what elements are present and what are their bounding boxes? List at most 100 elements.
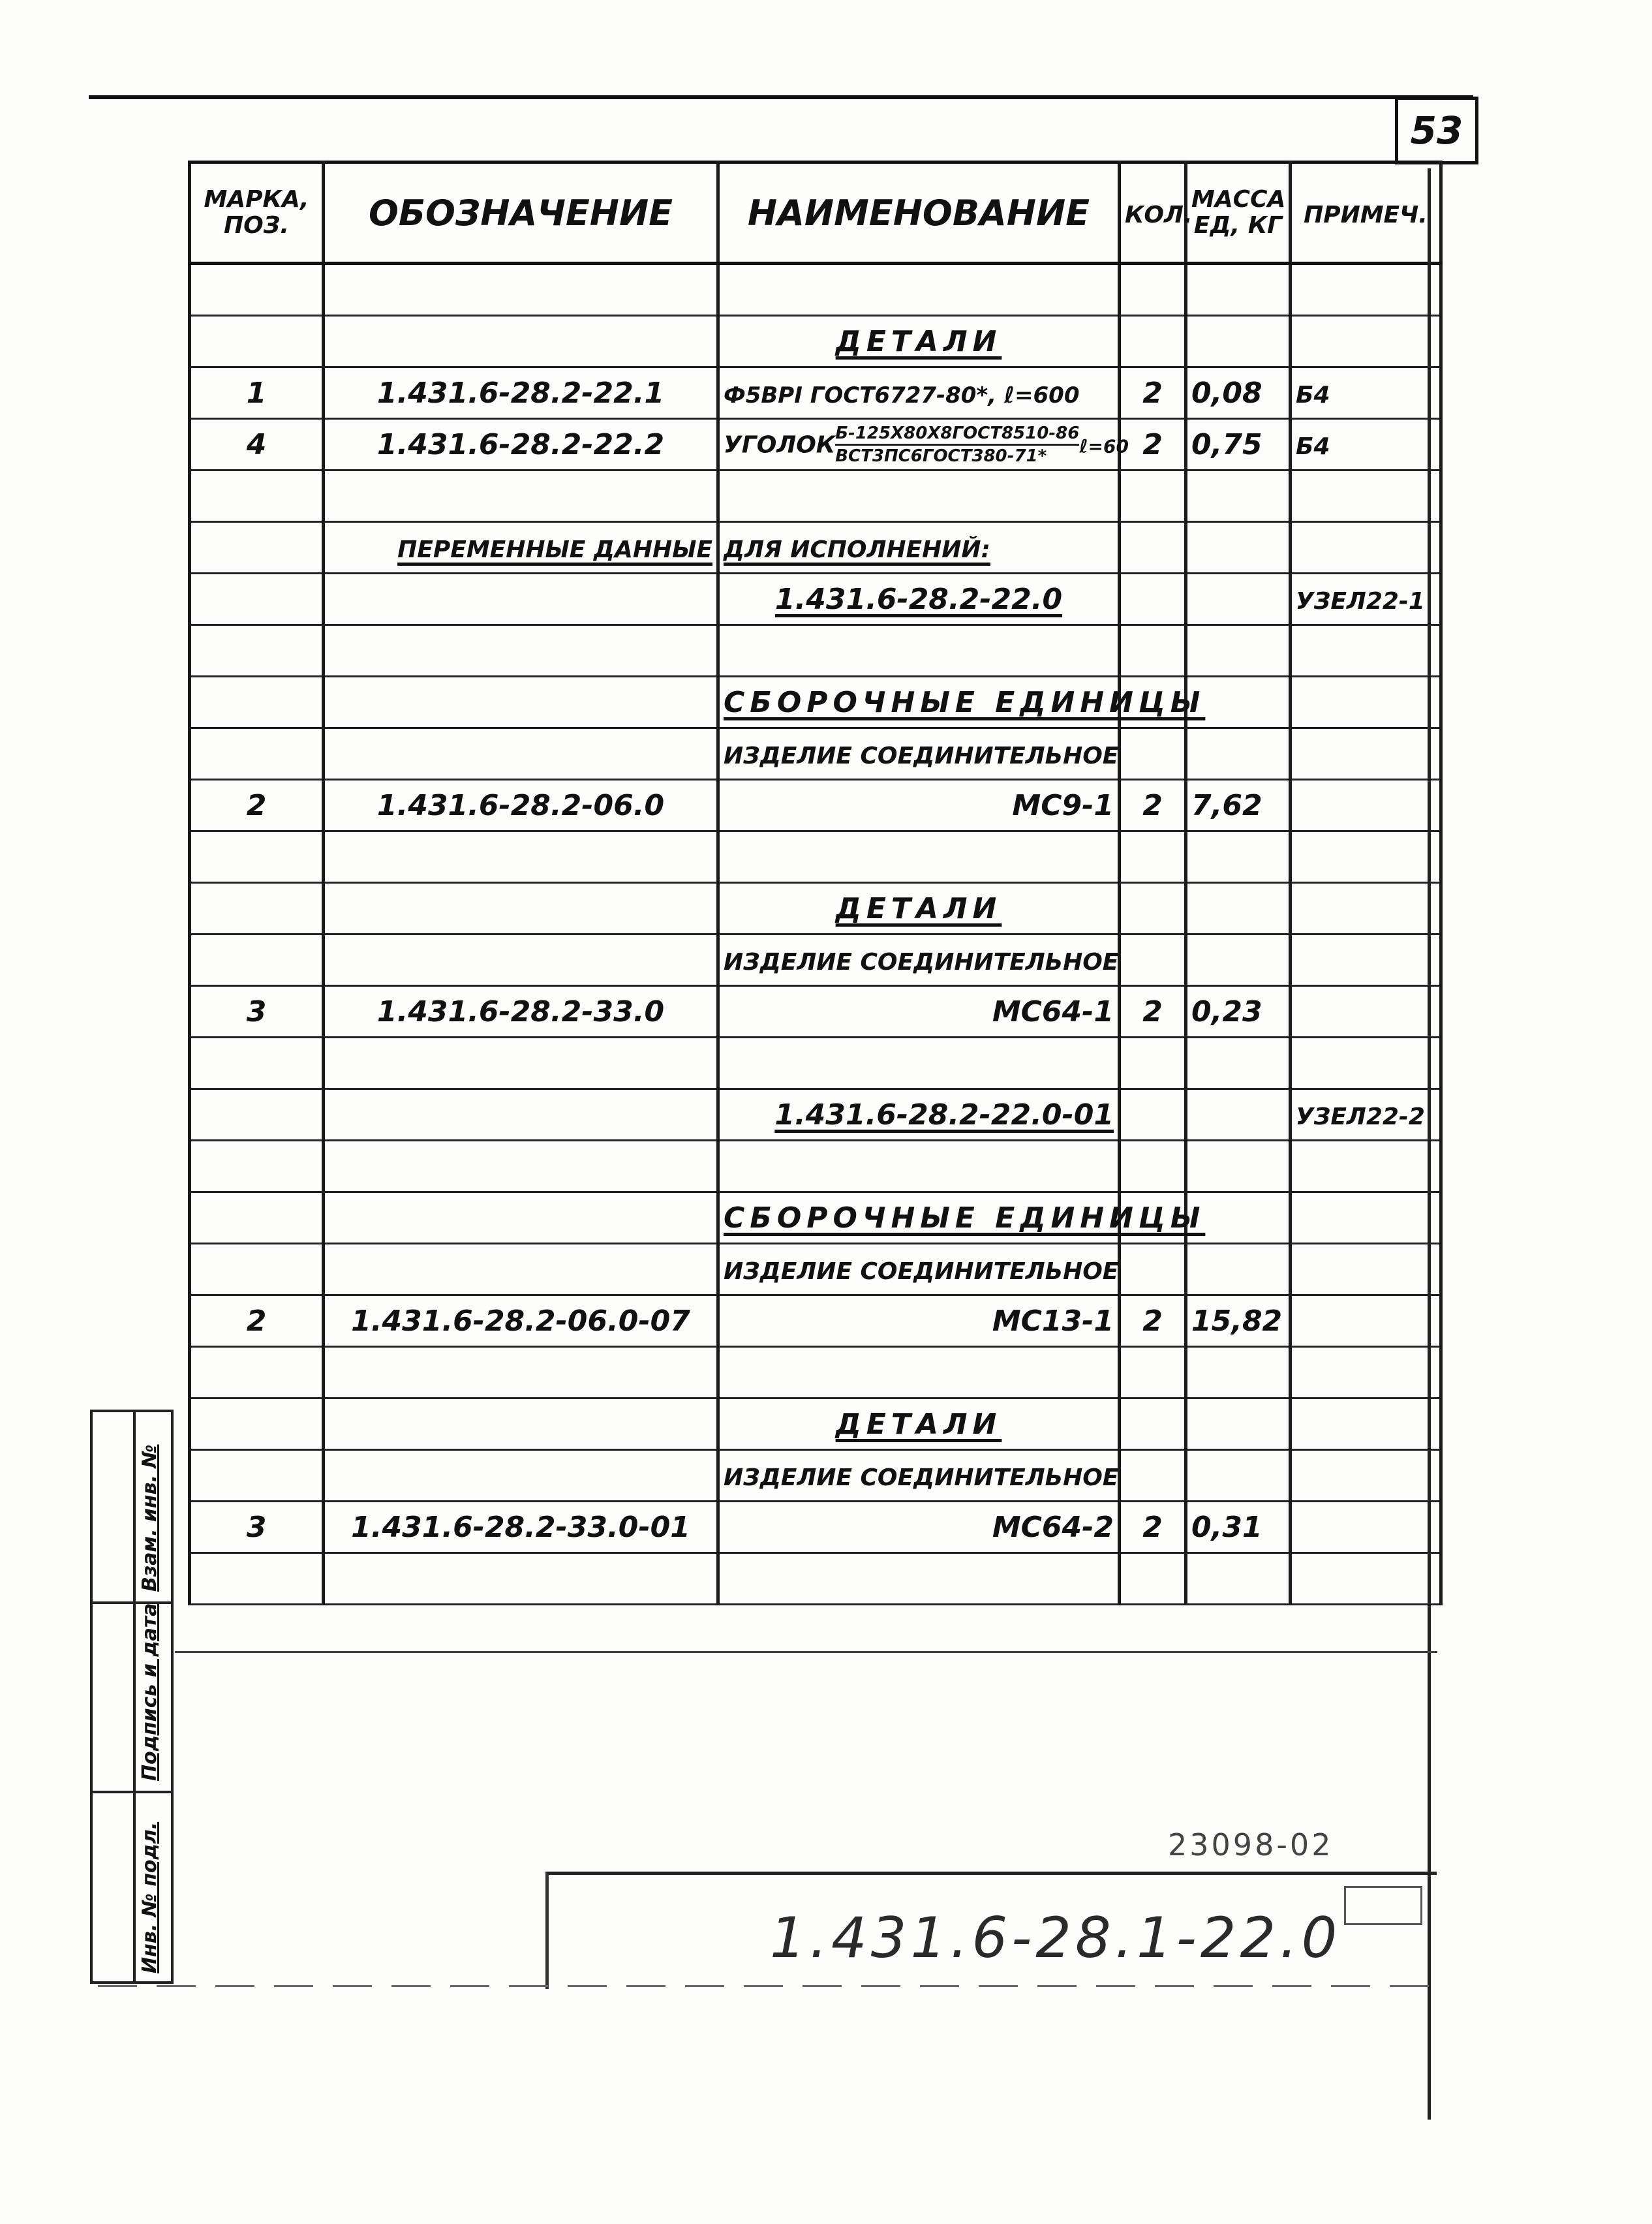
cell-mark bbox=[188, 830, 325, 884]
cell-designation bbox=[322, 1243, 720, 1296]
table-row: Детали bbox=[188, 1397, 1443, 1451]
cell-designation bbox=[322, 315, 720, 368]
cell-name: для исполнений: bbox=[716, 521, 1121, 574]
cell-note bbox=[1289, 1449, 1443, 1502]
cell-qty bbox=[1118, 521, 1187, 574]
cell-name: УголокБ-125х80х8ГОСТ8510-86ВСт3пс6ГОСТ38… bbox=[716, 418, 1129, 471]
cell-qty bbox=[1118, 933, 1187, 987]
cell-name bbox=[716, 1139, 1121, 1193]
cell-mass: 15,82 bbox=[1184, 1294, 1292, 1348]
top-border-line bbox=[89, 95, 1473, 99]
cell-mass bbox=[1184, 469, 1292, 523]
cell-note bbox=[1289, 1139, 1443, 1193]
cell-mass bbox=[1184, 1346, 1292, 1399]
cell-designation: 1.431.6-28.2-06.0 bbox=[322, 779, 720, 832]
stamp-ref-inv: Взам. инв. № bbox=[138, 1444, 161, 1592]
cell-mass bbox=[1184, 1243, 1292, 1296]
bottom-border-line bbox=[98, 1985, 1429, 1987]
table-row bbox=[188, 1346, 1443, 1399]
cell-name: Детали bbox=[716, 315, 1121, 368]
cell-note bbox=[1289, 469, 1443, 523]
cell-mass bbox=[1184, 1552, 1292, 1605]
cell-mark bbox=[188, 675, 325, 729]
cell-qty bbox=[1118, 572, 1187, 626]
table-header-row: Марка, поз. Обозначение Наименование Кол… bbox=[188, 161, 1443, 265]
cell-mark bbox=[188, 1036, 325, 1090]
cell-mass bbox=[1184, 675, 1292, 729]
cell-note: Б4 bbox=[1289, 366, 1443, 420]
cell-mass bbox=[1184, 315, 1292, 368]
cell-name: Детали bbox=[716, 882, 1121, 935]
cell-mass bbox=[1184, 830, 1292, 884]
cell-note: Узел22-1 bbox=[1289, 572, 1443, 626]
cell-qty bbox=[1118, 1191, 1187, 1244]
cell-qty bbox=[1118, 1243, 1187, 1296]
cell-qty: 2 bbox=[1118, 1294, 1187, 1348]
cell-mark bbox=[188, 262, 325, 317]
cell-mark bbox=[188, 933, 325, 987]
cell-name: МС64-2 bbox=[716, 1500, 1121, 1554]
cell-mass bbox=[1184, 882, 1292, 935]
cell-qty bbox=[1118, 1139, 1187, 1193]
cell-designation bbox=[322, 675, 720, 729]
cell-note: Узел22-2 bbox=[1289, 1088, 1443, 1141]
cell-note bbox=[1289, 985, 1443, 1038]
cell-mark bbox=[188, 572, 325, 626]
inventory-number: 23098-02 bbox=[1168, 1827, 1334, 1862]
cell-mark: 1 bbox=[188, 366, 325, 420]
cell-mark bbox=[188, 315, 325, 368]
cell-note bbox=[1289, 882, 1443, 935]
cell-mark: 4 bbox=[188, 418, 325, 471]
cell-designation: 1.431.6-28.2-33.0-01 bbox=[322, 1500, 720, 1554]
cell-qty: 2 bbox=[1118, 366, 1187, 420]
cell-designation bbox=[322, 1036, 720, 1090]
cell-mark: 2 bbox=[188, 1294, 325, 1348]
cell-designation bbox=[322, 727, 720, 780]
page-number: 53 bbox=[1395, 97, 1478, 164]
cell-qty bbox=[1118, 1088, 1187, 1141]
cell-mass bbox=[1184, 521, 1292, 574]
cell-name bbox=[716, 1036, 1121, 1090]
cell-designation bbox=[322, 933, 720, 987]
cell-designation bbox=[322, 1397, 720, 1451]
title-block bbox=[545, 1872, 1437, 1989]
cell-qty bbox=[1118, 1036, 1187, 1090]
cell-mark: 3 bbox=[188, 1500, 325, 1554]
cell-mass bbox=[1184, 624, 1292, 677]
cell-qty bbox=[1118, 675, 1187, 729]
cell-qty: 2 bbox=[1118, 985, 1187, 1038]
cell-note bbox=[1289, 1036, 1443, 1090]
cell-name bbox=[716, 624, 1121, 677]
cell-mark bbox=[188, 1088, 325, 1141]
cell-designation bbox=[322, 572, 720, 626]
cell-mass bbox=[1184, 1449, 1292, 1502]
cell-mark: 2 bbox=[188, 779, 325, 832]
table-row: 1.431.6-28.2-22.0Узел22-1 bbox=[188, 572, 1443, 626]
cell-note: Б4 bbox=[1289, 418, 1443, 471]
cell-designation bbox=[322, 262, 720, 317]
cell-mark bbox=[188, 1449, 325, 1502]
cell-qty: 2 bbox=[1118, 418, 1187, 471]
cell-note bbox=[1289, 1191, 1443, 1244]
cell-qty bbox=[1118, 624, 1187, 677]
cell-mark bbox=[188, 1346, 325, 1399]
table-row bbox=[188, 1139, 1443, 1193]
table-row: 41.431.6-28.2-22.2УголокБ-125х80х8ГОСТ85… bbox=[188, 418, 1443, 471]
table-row: Изделие соединительное bbox=[188, 1243, 1443, 1296]
stamp-inv-orig: Инв. № подл. bbox=[138, 1821, 161, 1973]
table-row: Переменные данныедля исполнений: bbox=[188, 521, 1443, 574]
cell-name: Детали bbox=[716, 1397, 1121, 1451]
table-row: Детали bbox=[188, 882, 1443, 935]
cell-name: Ф5ВрⅠ ГОСТ6727-80*, ℓ=600 bbox=[716, 366, 1121, 420]
cell-note bbox=[1289, 675, 1443, 729]
cell-qty bbox=[1118, 1552, 1187, 1605]
cell-note bbox=[1289, 779, 1443, 832]
cell-designation bbox=[322, 882, 720, 935]
cell-name: 1.431.6-28.2-22.0-01 bbox=[716, 1088, 1121, 1141]
cell-mass bbox=[1184, 1139, 1292, 1193]
cell-name: Изделие соединительное bbox=[716, 1449, 1121, 1502]
cell-name: МС13-1 bbox=[716, 1294, 1121, 1348]
